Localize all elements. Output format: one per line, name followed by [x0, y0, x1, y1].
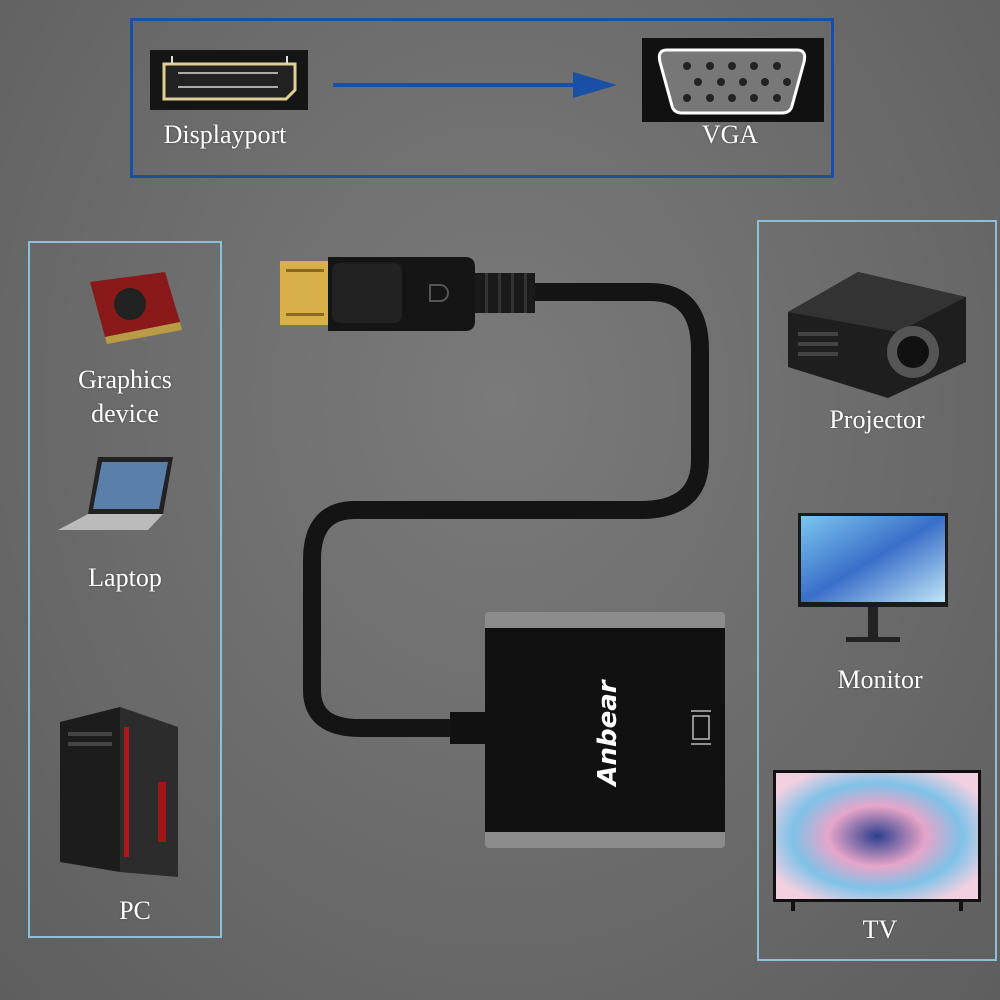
displayport-label: Displayport	[163, 120, 287, 149]
graphics-device-label: Graphics device	[78, 365, 172, 428]
pc-label: PC	[119, 896, 151, 925]
vga-port-icon	[642, 38, 824, 122]
monitor-icon	[798, 513, 948, 642]
tv-label: TV	[862, 915, 898, 944]
arrow-right-icon	[333, 72, 617, 98]
vga-adapter-body	[485, 612, 725, 848]
display-symbol-icon	[691, 710, 711, 745]
tv-icon	[773, 770, 981, 911]
adapter-brand-logo: Anbear	[593, 680, 623, 786]
projector-label: Projector	[829, 405, 925, 434]
laptop-icon	[58, 457, 173, 530]
displayport-plug	[280, 257, 535, 331]
graphics-card-icon	[90, 272, 182, 344]
displayport-port-icon	[150, 50, 308, 110]
conversion-box	[130, 18, 834, 178]
pc-tower-icon	[60, 707, 178, 877]
source-devices-panel	[28, 241, 222, 938]
display-devices-panel	[757, 220, 997, 961]
monitor-label: Monitor	[837, 665, 923, 694]
laptop-label: Laptop	[88, 563, 162, 592]
vga-label: VGA	[701, 120, 759, 149]
projector-icon	[788, 272, 966, 398]
